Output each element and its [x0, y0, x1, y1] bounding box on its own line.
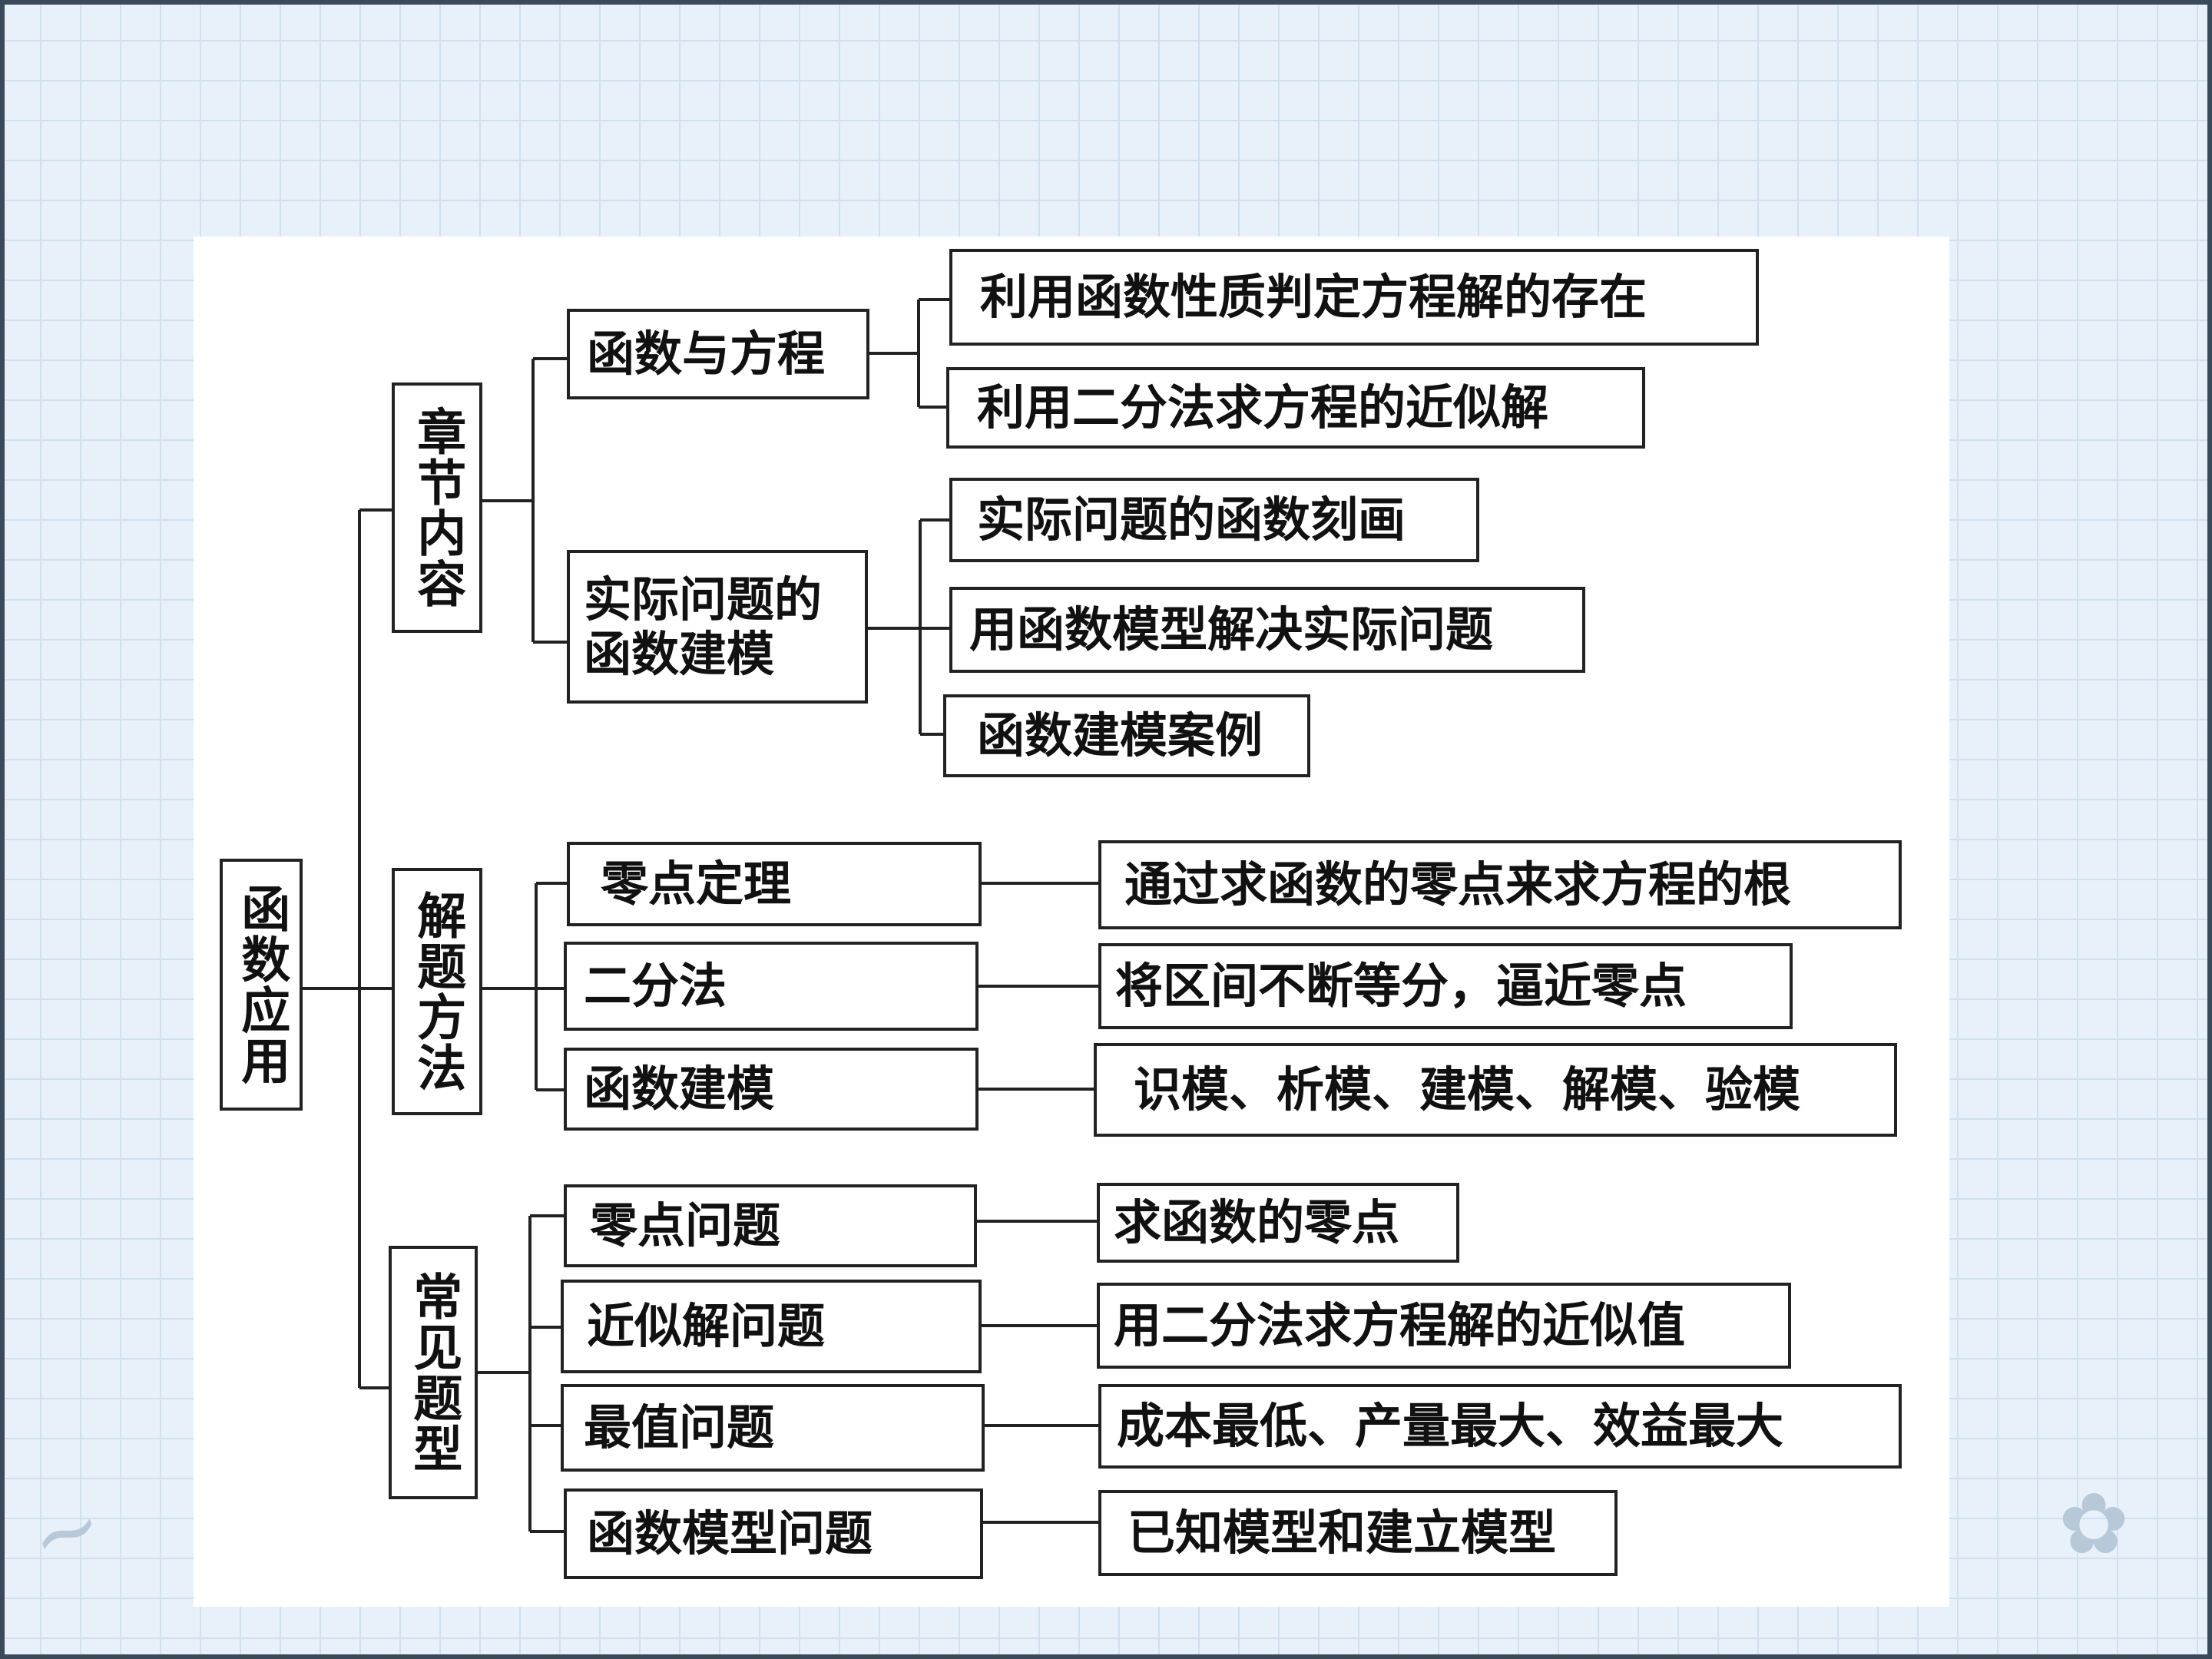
node-modeling-line1: 实际问题的	[584, 571, 823, 628]
problem-extremum-detail-label: 成本最低、产量最大、效益最大	[1117, 1398, 1784, 1455]
problem-extremum-label: 最值问题	[584, 1399, 775, 1456]
branch-problems: 常见题型	[389, 1246, 478, 1499]
method-modeling-detail: 识模、析模、建模、解模、验模	[1094, 1043, 1897, 1137]
branch-problems-label: 常见题型	[405, 1271, 463, 1474]
node-modeling-line2: 函数建模	[584, 626, 775, 682]
method-modeling-detail-label: 识模、析模、建模、解模、验模	[1134, 1061, 1801, 1118]
branch-methods-label: 解题方法	[409, 890, 467, 1093]
leaf-case-study: 函数建模案例	[943, 694, 1310, 777]
method-zero-theorem: 零点定理	[567, 842, 982, 926]
method-modeling-label: 函数建模	[584, 1061, 775, 1118]
problem-zero: 零点问题	[564, 1184, 977, 1267]
method-bisection-detail-label: 将区间不断等分，逼近零点	[1115, 958, 1687, 1015]
leaf-case-study-label: 函数建模案例	[977, 707, 1263, 764]
leaf-real-problem: 实际问题的函数刻画	[949, 478, 1479, 562]
method-bisection-label: 二分法	[584, 958, 727, 1015]
leaf-bisection-approx: 利用二分法求方程的近似解	[946, 367, 1645, 449]
problem-extremum-detail: 成本最低、产量最大、效益最大	[1098, 1384, 1902, 1469]
root-node: 函数应用	[220, 859, 303, 1111]
leaf-func-property: 利用函数性质判定方程解的存在	[949, 249, 1759, 346]
leaf-solve-real-label: 用函数模型解决实际问题	[969, 601, 1494, 658]
problem-approx-detail-label: 用二分法求方程解的近似值	[1114, 1297, 1686, 1354]
method-bisection-detail: 将区间不断等分，逼近零点	[1098, 943, 1793, 1029]
method-zero-theorem-detail-label: 通过求函数的零点来求方程的根	[1124, 856, 1792, 913]
decorative-sketch-right: ✿	[2058, 1475, 2130, 1573]
method-zero-theorem-label: 零点定理	[601, 856, 792, 912]
method-bisection: 二分法	[564, 942, 979, 1031]
problem-zero-detail: 求函数的零点	[1097, 1183, 1459, 1263]
root-label: 函数应用	[233, 883, 291, 1086]
problem-zero-detail-label: 求函数的零点	[1114, 1194, 1400, 1251]
problem-model-detail-label: 已知模型和建立模型	[1128, 1505, 1557, 1561]
problem-approx-label: 近似解问题	[587, 1298, 826, 1355]
node-func-equation-label: 函数与方程	[587, 326, 826, 382]
leaf-func-property-label: 利用函数性质判定方程解的存在	[980, 269, 1647, 326]
problem-model: 函数模型问题	[564, 1488, 983, 1579]
branch-chapter-label: 章节内容	[409, 406, 467, 609]
branch-chapter: 章节内容	[392, 382, 482, 633]
problem-model-label: 函数模型问题	[587, 1505, 873, 1562]
leaf-real-problem-label: 实际问题的函数刻画	[977, 492, 1406, 548]
problem-model-detail: 已知模型和建立模型	[1098, 1490, 1618, 1576]
leaf-solve-real: 用函数模型解决实际问题	[949, 587, 1585, 673]
problem-approx: 近似解问题	[561, 1280, 982, 1373]
problem-extremum: 最值问题	[561, 1384, 985, 1472]
leaf-bisection-approx-label: 利用二分法求方程的近似解	[977, 379, 1549, 436]
method-zero-theorem-detail: 通过求函数的零点来求方程的根	[1098, 840, 1902, 929]
problem-approx-detail: 用二分法求方程解的近似值	[1097, 1283, 1791, 1369]
node-func-equation: 函数与方程	[567, 309, 869, 399]
branch-methods: 解题方法	[392, 868, 482, 1115]
node-modeling: 实际问题的 函数建模	[567, 550, 868, 704]
problem-zero-label: 零点问题	[590, 1197, 781, 1254]
method-modeling: 函数建模	[564, 1048, 979, 1131]
